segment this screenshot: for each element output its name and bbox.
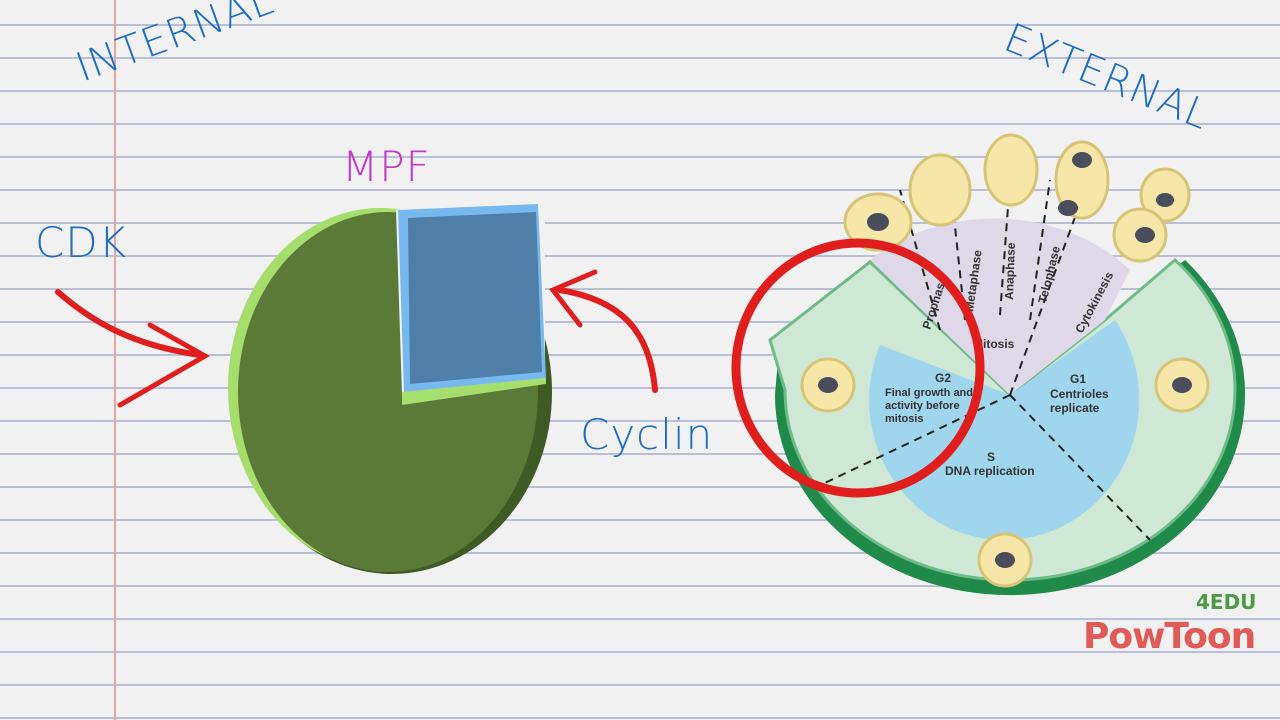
mitosis-region (870, 218, 1130, 395)
cyclin-label: Cyclin (580, 410, 714, 459)
cdk-arrow (55, 289, 203, 358)
cdk-arrowhead (117, 322, 211, 408)
mpf-pie-graphic (228, 204, 552, 574)
g2-line-2: activity before (885, 400, 960, 412)
cyclin-arrow (557, 287, 658, 393)
arrows (55, 269, 658, 408)
g1-line-1: Centrioles (1050, 387, 1109, 401)
s-text: DNA replication (945, 464, 1035, 478)
g2-title: G2 (935, 371, 951, 385)
g1-line-2: replicate (1050, 401, 1100, 415)
cdk-label: CDK (35, 218, 128, 267)
cyclin-slice (408, 212, 542, 384)
g2-line-3: mitosis (885, 413, 924, 425)
mitosis-label: Mitosis (973, 337, 1015, 351)
notebook-margin-line (114, 0, 116, 720)
cell-cycle-diagram: Prophase Metaphase Anaphase Telophase Cy… (768, 133, 1246, 596)
s-title: S (987, 450, 995, 464)
cyclin-arrowhead (549, 269, 598, 328)
g2-line-1: Final growth and (885, 387, 973, 399)
interphase-region (869, 320, 1140, 540)
g1-title: G1 (1070, 372, 1086, 386)
logo-suffix: 4EDU (1196, 590, 1257, 614)
phase-anaphase: Anaphase (1002, 242, 1018, 300)
logo-brand: PowToon (1083, 616, 1256, 657)
mpf-label: MPF (342, 142, 431, 191)
highlight-circle (731, 238, 985, 498)
powtoon-logo: 4EDU PowToon (1083, 590, 1273, 660)
